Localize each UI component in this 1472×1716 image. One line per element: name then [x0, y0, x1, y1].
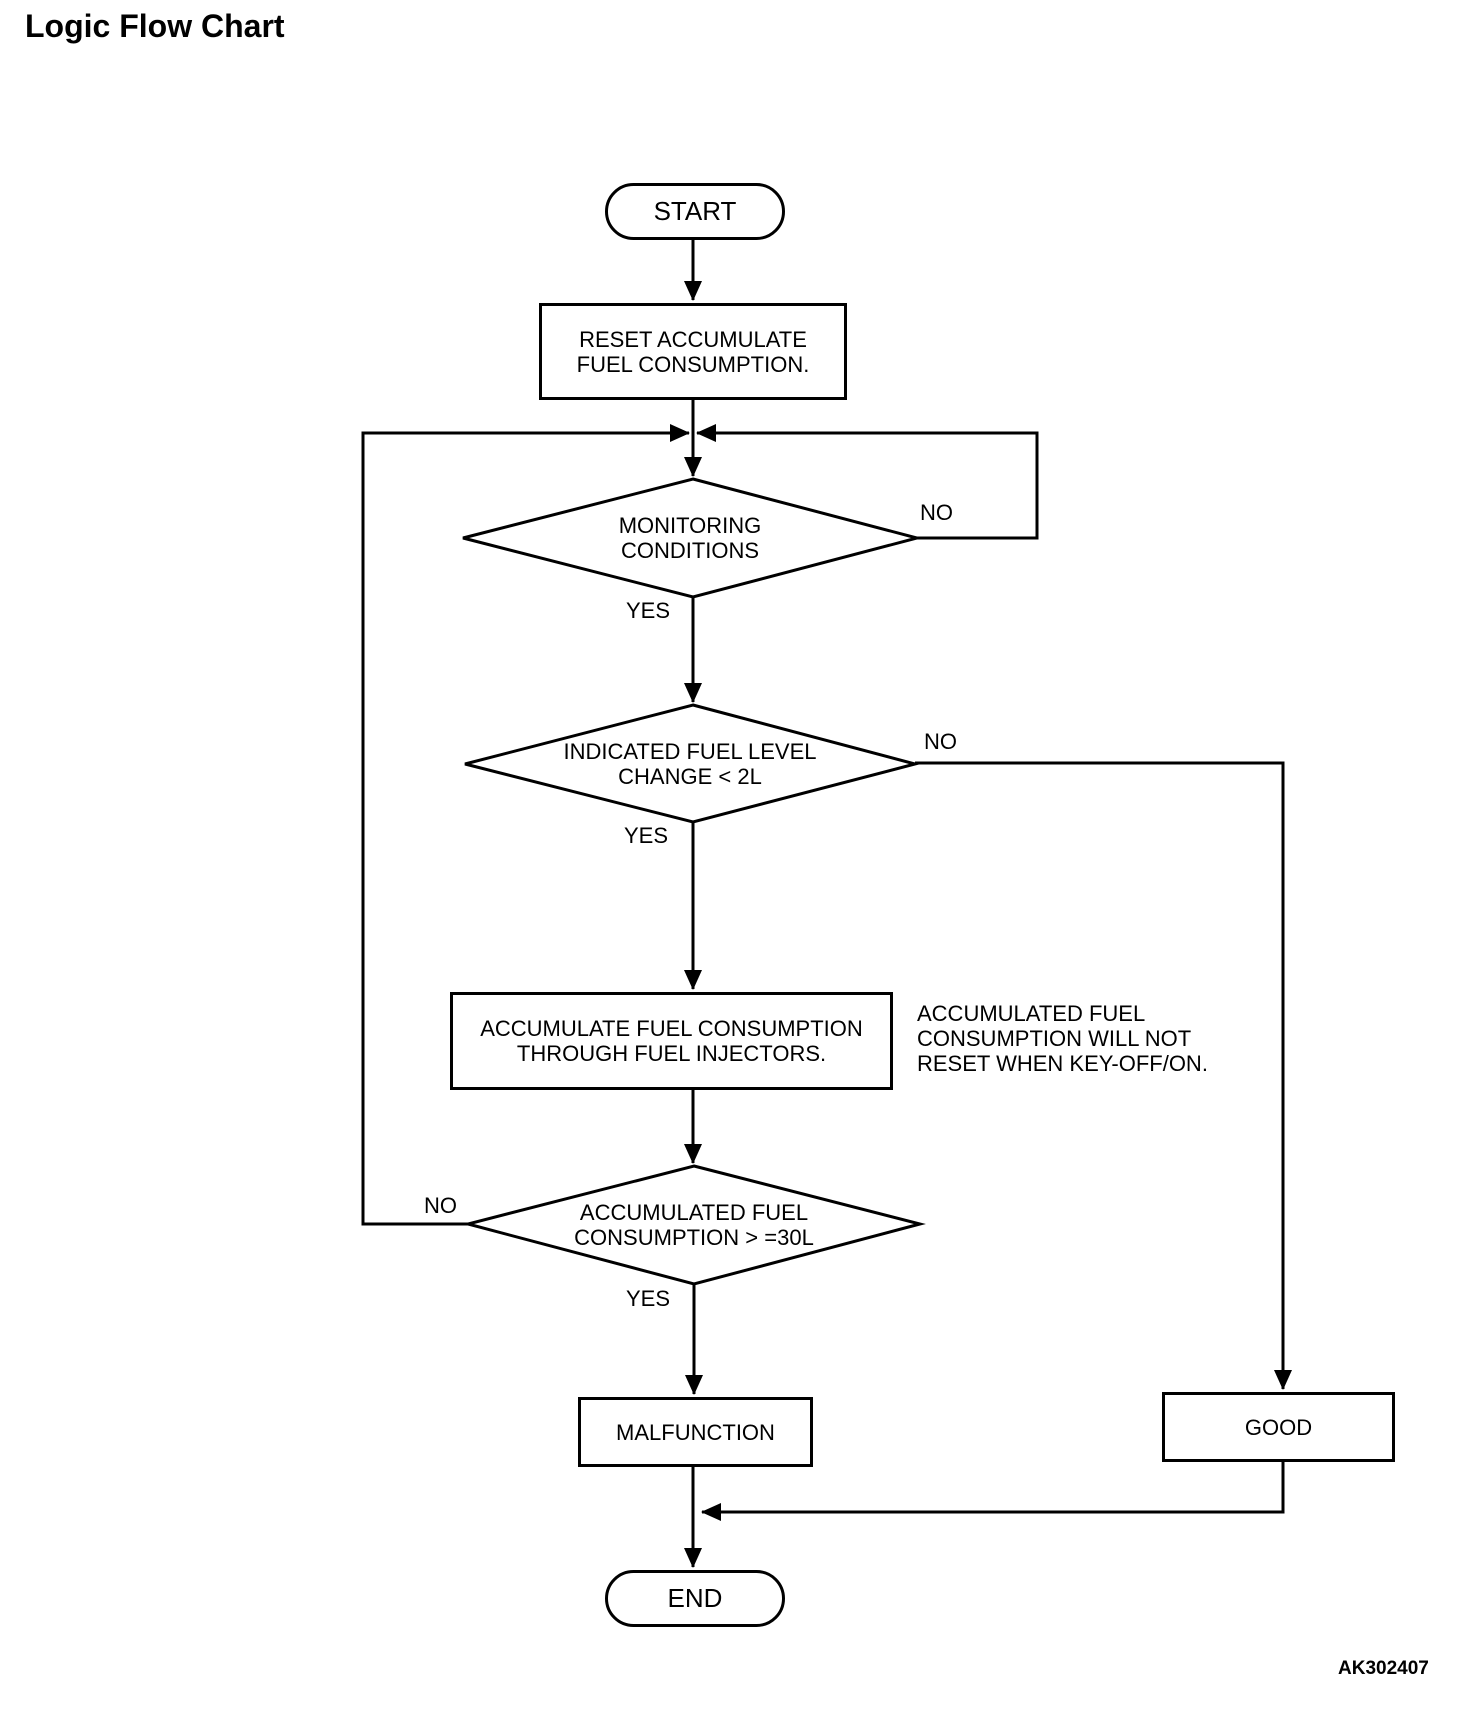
start-node-label: START — [653, 196, 737, 226]
accumulate-box-line1: ACCUMULATE FUEL CONSUMPTION — [480, 1016, 863, 1041]
connector-threshold-no-loop — [361, 424, 690, 1226]
label-monitoring-no: NO — [920, 500, 953, 525]
reset-box-line2: FUEL CONSUMPTION. — [576, 351, 810, 377]
malfunction-label: MALFUNCTION — [616, 1419, 775, 1445]
label-threshold-yes: YES — [626, 1286, 671, 1311]
end-node-label: END — [667, 1583, 723, 1613]
start-node: START — [605, 183, 785, 240]
result-malfunction-box: MALFUNCTION — [578, 1397, 813, 1467]
decision-threshold-diamond — [462, 1164, 926, 1286]
note-line1: ACCUMULATED FUEL — [917, 1001, 1146, 1026]
label-monitoring-yes: YES — [626, 598, 671, 623]
connector-fuel-level-no-to-good — [915, 761, 1292, 1390]
accumulate-box-line2: THROUGH FUEL INJECTORS. — [516, 1041, 827, 1066]
process-reset-box: RESET ACCUMULATE FUEL CONSUMPTION. — [539, 303, 847, 400]
good-label: GOOD — [1244, 1414, 1313, 1440]
decision-fuel-level-diamond — [464, 703, 921, 824]
note-text: ACCUMULATED FUEL CONSUMPTION WILL NOT RE… — [917, 1001, 1357, 1076]
figure-code: AK302407 — [1338, 1658, 1429, 1679]
result-good-box: GOOD — [1162, 1392, 1395, 1462]
reset-box-line1: RESET ACCUMULATE — [579, 326, 807, 352]
decision-monitoring-diamond — [462, 477, 923, 599]
note-line2: CONSUMPTION WILL NOT — [917, 1026, 1192, 1051]
label-fuel-level-yes: YES — [624, 823, 669, 848]
label-fuel-level-no: NO — [924, 729, 957, 754]
label-threshold-no: NO — [424, 1193, 457, 1218]
connector-monitoring-no-loop — [696, 424, 1039, 540]
end-node: END — [605, 1570, 785, 1627]
page-title: Logic Flow Chart — [25, 8, 285, 44]
connector-good-to-merge — [701, 1462, 1285, 1521]
note-line3: RESET WHEN KEY-OFF/ON. — [917, 1051, 1208, 1076]
process-accumulate-box: ACCUMULATE FUEL CONSUMPTION THROUGH FUEL… — [450, 992, 893, 1090]
